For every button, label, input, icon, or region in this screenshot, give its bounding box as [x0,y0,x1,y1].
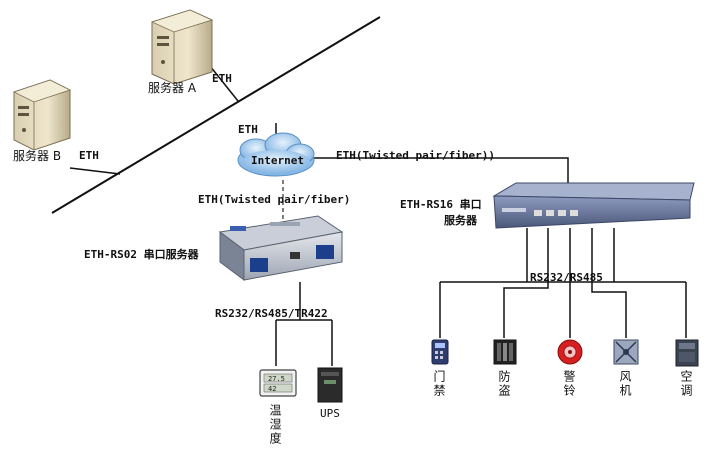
server-a [150,9,214,85]
server-b-link [69,167,121,175]
backbone-line [51,16,381,214]
thermo-hygrometer-icon: 27.5 42 [259,369,297,397]
rs16-route-4 [591,272,627,338]
internet-label: Internet [251,154,304,167]
device-label-alarm-bell: 警铃 [562,370,576,398]
server-b-label: 服务器 B [13,149,62,163]
eth-label-server-a: ETH [212,72,232,85]
device-label-fan: 风机 [618,370,632,398]
svg-text:42: 42 [268,385,276,393]
rs16-route-2 [503,272,549,338]
ups-icon [317,367,343,403]
eth-label-server-b: ETH [79,149,99,162]
access-control-icon [431,339,449,365]
svg-text:27.5: 27.5 [268,375,285,383]
internet-cloud [237,132,315,177]
device-label-thermo-hygrometer: 温湿度 [268,404,282,446]
fan-icon [613,339,639,365]
link-left-label: ETH(Twisted pair/fiber) [198,193,351,206]
server-a-link [209,65,239,102]
device-label-air-conditioner: 空调 [679,370,693,398]
device-label-access-control: 门禁 [432,370,446,398]
eth-rs16-device [492,182,695,229]
rs02-serial-label: RS232/RS485/TR422 [215,307,328,320]
rs16-label-line2: 服务器 [444,214,477,227]
eth-rs02-device [218,215,344,281]
device-label-anti-theft: 防盗 [497,370,511,398]
alarm-bell-icon [557,339,583,365]
rs16-label-line1: ETH-RS16 串口 [400,198,482,211]
rs16-serial-label: RS232/RS485 [530,271,603,284]
server-b [12,79,72,151]
device-label-ups: UPS [320,407,340,420]
eth-label-internet: ETH [238,123,258,136]
anti-theft-icon [493,339,517,365]
internet-rs16-link [313,157,569,183]
air-conditioner-icon [675,339,699,367]
rs02-label: ETH-RS02 串口服务器 [84,248,199,261]
server-a-label: 服务器 A [148,81,197,95]
link-right-label: ETH(Twisted pair/fiber)) [336,149,495,162]
